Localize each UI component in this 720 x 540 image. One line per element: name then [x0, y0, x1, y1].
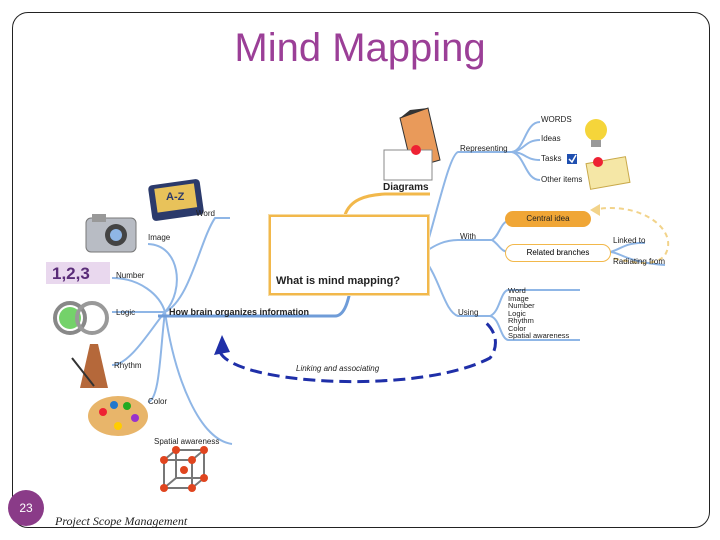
number-icon-text: 1,2,3: [52, 264, 90, 283]
linking-loop: [218, 320, 497, 384]
central-idea-node: Central idea: [505, 211, 591, 227]
radiating-from-label: Radiating from: [613, 257, 666, 266]
book-icon-text: A-Z: [166, 191, 185, 203]
checkbox-icon: [567, 154, 577, 164]
linked-to-label: Linked to: [613, 236, 646, 245]
slide-title: Mind Mapping: [234, 26, 486, 70]
with-label: With: [460, 232, 476, 241]
left-item-color: Color: [148, 397, 168, 406]
using-item: Rhythm: [508, 316, 534, 325]
representing-tasks: Tasks: [541, 154, 562, 163]
using-item: Logic: [508, 308, 526, 318]
representing-ideas: Ideas: [541, 134, 561, 143]
palette-icon: [88, 396, 148, 436]
notepad-icon: [585, 156, 631, 190]
book-icon: [148, 179, 204, 221]
left-item-image: Image: [148, 233, 171, 242]
using-label: Using: [458, 308, 479, 317]
left-branch-label: How brain organizes information: [169, 307, 310, 317]
metronome-icon: [71, 344, 108, 388]
representing-words: WORDS: [541, 115, 572, 124]
representing-label: Representing: [460, 144, 508, 153]
right-branches: [424, 121, 666, 341]
left-item-spatial: Spatial awareness: [154, 437, 220, 446]
using-items-list: Word Image Number Logic Rhythm Color Spa…: [508, 287, 569, 340]
slide-number-badge: 23: [8, 490, 44, 526]
using-item: Number: [508, 301, 535, 310]
representing-other: Other items: [541, 175, 583, 184]
number-icon: [46, 262, 110, 284]
lightbulb-icon: [585, 119, 607, 147]
using-item: Word: [508, 286, 526, 295]
center-node: [269, 215, 429, 295]
related-branches-node: Related branches: [505, 244, 611, 262]
center-node-label: What is mind mapping?: [276, 275, 401, 287]
cube-nodes: [160, 446, 208, 492]
linking-label: Linking and associating: [296, 364, 380, 373]
camera-icon: [85, 214, 137, 253]
using-item: Image: [508, 293, 529, 303]
using-item: Color: [508, 323, 526, 333]
left-item-logic: Logic: [116, 308, 136, 317]
logic-icon: [53, 301, 109, 335]
footer-text: Project Scope Management: [55, 514, 188, 528]
diagrams-label: Diagrams: [383, 182, 429, 193]
using-item: Spatial awareness: [508, 331, 570, 340]
left-item-word: Word: [196, 209, 215, 218]
pencil-diagram-icon: [383, 107, 441, 181]
left-item-rhythm: Rhythm: [114, 361, 142, 370]
left-item-number: Number: [116, 271, 145, 280]
